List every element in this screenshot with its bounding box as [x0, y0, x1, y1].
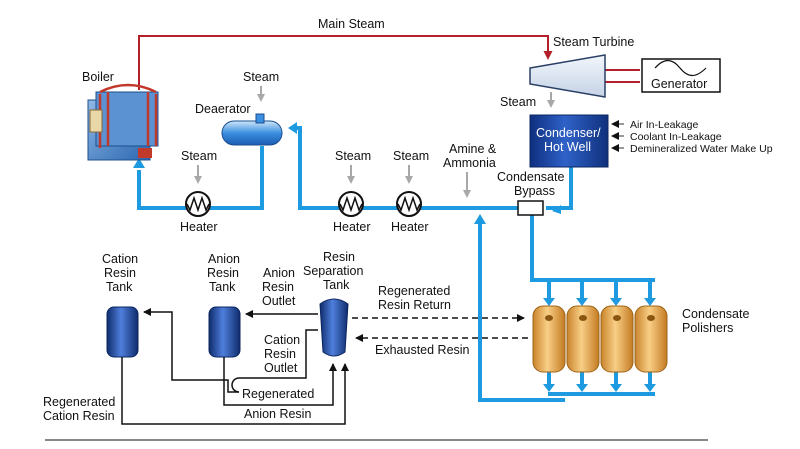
air-inleakage-label: Air In-Leakage	[630, 119, 698, 131]
polishers-label-line2: Polishers	[682, 321, 733, 335]
coolant-inleakage-label: Coolant In-Leakage	[630, 131, 722, 143]
resin-transfer-lines	[121, 308, 528, 425]
regen-cation-label-line1: Regenerated	[43, 395, 115, 409]
regen-anion-label-line1: Regenerated	[242, 387, 314, 401]
sep-tank-label-line1: Resin	[323, 250, 355, 264]
generator-label: Generator	[651, 77, 707, 91]
heater-3	[396, 191, 422, 217]
bypass-label-line1: Condensate	[497, 170, 564, 184]
regen-return-label-line1: Regenerated	[378, 284, 450, 298]
condenser-label-line1: Condenser/	[536, 126, 601, 140]
amine-label-line2: Ammonia	[443, 156, 496, 170]
deaerator-label: Deaerator	[195, 102, 251, 116]
sep-tank-label-line3: Tank	[323, 278, 350, 292]
main-steam-line	[138, 35, 553, 90]
cation-outlet-label-line2: Resin	[264, 347, 296, 361]
anion-outlet-label-line2: Resin	[262, 280, 294, 294]
cation-outlet-label-line1: Cation	[264, 333, 300, 347]
boiler-label: Boiler	[82, 70, 114, 84]
resin-separation-tank	[319, 298, 349, 357]
sep-tank-label-line2: Separation	[303, 264, 364, 278]
condenser-hot-well	[529, 114, 609, 168]
condensate-polishers	[532, 305, 668, 373]
cation-tank-label-line1: Cation	[102, 252, 138, 266]
regen-anion-label-line2: Anion Resin	[244, 407, 311, 421]
inleakage-arrows	[611, 120, 624, 152]
exhausted-resin-label: Exhausted Resin	[375, 343, 470, 357]
polisher-drops	[547, 280, 652, 386]
demin-makeup-label: Demineralized Water Make Up	[630, 143, 773, 155]
anion-tank-label-line3: Tank	[209, 280, 236, 294]
anion-outlet-label-line3: Outlet	[262, 294, 296, 308]
anion-resin-tank	[208, 306, 241, 358]
heater-1-label: Heater	[180, 220, 218, 234]
regen-cation-label-line2: Cation Resin	[43, 409, 115, 423]
heater-3-steam-label: Steam	[393, 149, 429, 163]
heater-1-steam-label: Steam	[181, 149, 217, 163]
main-steam-label: Main Steam	[318, 17, 385, 31]
heater-3-label: Heater	[391, 220, 429, 234]
boiler	[87, 83, 159, 161]
anion-outlet-label-line1: Anion	[263, 266, 295, 280]
cation-tank-label-line2: Resin	[104, 266, 136, 280]
heater-2-label: Heater	[333, 220, 371, 234]
steam-turbine	[529, 54, 606, 98]
bypass-valve	[517, 200, 544, 216]
anion-tank-label-line1: Anion	[208, 252, 240, 266]
condenser-label-line2: Hot Well	[544, 140, 591, 154]
generator	[641, 58, 721, 93]
cation-resin-tank	[106, 306, 139, 358]
heater-2-steam-label: Steam	[335, 149, 371, 163]
deaerator-steam-label: Steam	[243, 70, 279, 84]
steam-turbine-label: Steam Turbine	[553, 35, 634, 49]
turbine-generator-shaft	[605, 69, 640, 83]
anion-tank-label-line2: Resin	[207, 266, 239, 280]
regen-return-label-line2: Resin Return	[378, 298, 451, 312]
amine-label-line1: Amine &	[449, 142, 497, 156]
cation-tank-label-line3: Tank	[106, 280, 133, 294]
cation-outlet-label-line3: Outlet	[264, 361, 298, 375]
condenser-steam-label: Steam	[500, 95, 536, 109]
bypass-label-line2: Bypass	[514, 184, 555, 198]
deaerator	[221, 113, 283, 146]
flow-arrowheads	[133, 122, 656, 392]
heater-1	[185, 191, 211, 217]
polishers-label-line1: Condensate	[682, 307, 749, 321]
heater-2	[338, 191, 364, 217]
